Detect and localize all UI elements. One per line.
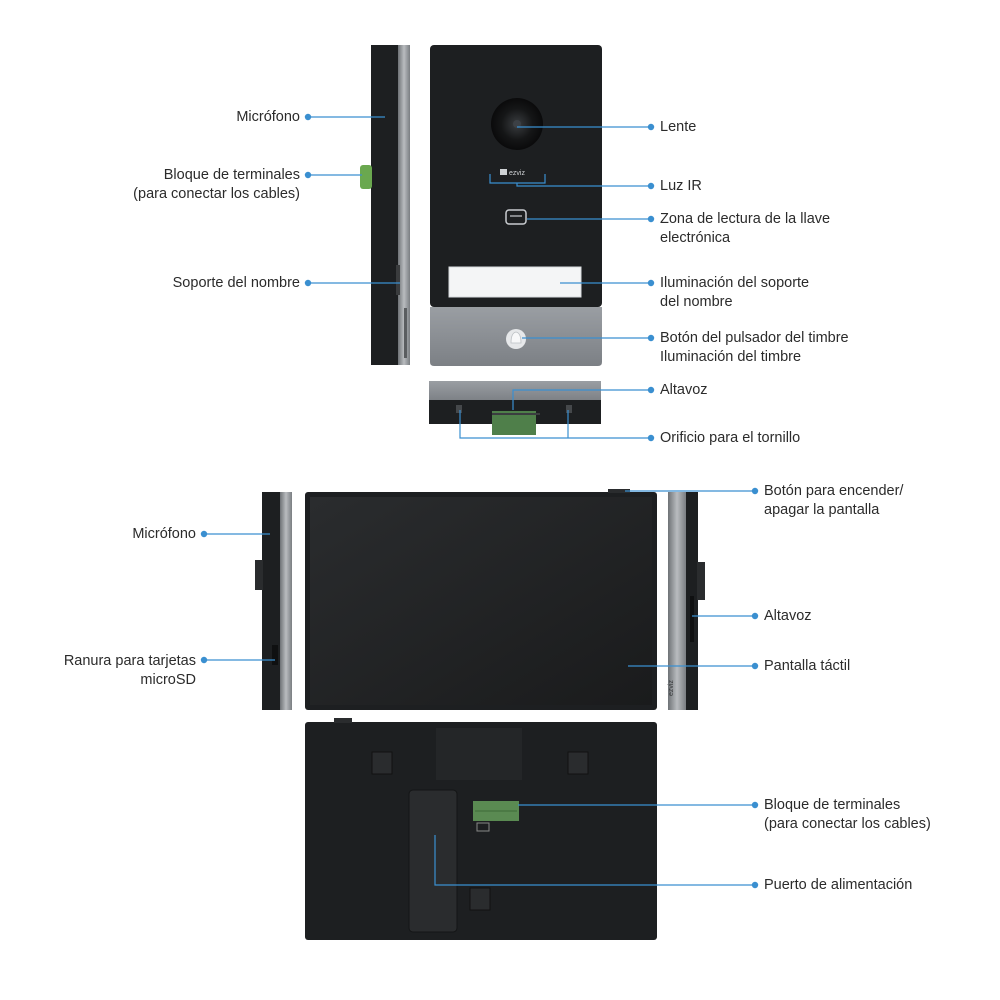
label-power-port: Puerto de alimentación [764, 877, 913, 893]
doorbell-side-view [360, 45, 410, 365]
leader-dots [200, 113, 759, 889]
label-doorbell-speaker: Altavoz [660, 382, 708, 398]
label-name-light: Iluminación del soporte del nombre [660, 275, 810, 310]
label-doorbell-terminal-block: Bloque de terminales (para conectar los … [133, 167, 300, 202]
label-touchscreen: Pantalla táctil [764, 658, 851, 674]
label-monitor-microphone: Micrófono [132, 526, 196, 542]
touchscreen-area [310, 497, 652, 705]
monitor-front [305, 489, 657, 710]
label-monitor-terminal-block: Bloque de terminales (para conectar los … [764, 797, 931, 832]
doorbell-front-view: ezviz [430, 45, 602, 366]
label-bell-button: Botón del pulsador del timbre Iluminació… [660, 330, 849, 365]
label-key-reader: Zona de lectura de la llave electrónica [660, 211, 831, 246]
label-name-holder: Soporte del nombre [172, 275, 300, 291]
label-sd-slot: Ranura para tarjetas microSD [63, 653, 196, 688]
brand-logo: ezviz [509, 170, 525, 177]
leader-lines [204, 116, 755, 886]
power-button-top [608, 489, 630, 493]
label-power-button: Botón para encender/ apagar la pantalla [764, 483, 904, 518]
label-ir-light: Luz IR [660, 178, 702, 194]
label-lens: Lente [660, 119, 697, 135]
label-screw-hole: Orificio para el tornillo [660, 430, 801, 446]
side-brand-logo: ezviz [668, 680, 675, 696]
label-doorbell-microphone: Micrófono [236, 109, 300, 125]
key-reader-icon [505, 209, 527, 225]
bell-icon [510, 331, 522, 344]
terminal-block-green [360, 165, 372, 189]
label-monitor-speaker: Altavoz [764, 608, 812, 624]
monitor-right-side: ezviz [668, 492, 705, 710]
name-holder-panel [448, 266, 582, 298]
monitor-back [305, 718, 657, 940]
monitor-left-side [255, 492, 292, 710]
doorbell-bottom-view [429, 381, 601, 435]
